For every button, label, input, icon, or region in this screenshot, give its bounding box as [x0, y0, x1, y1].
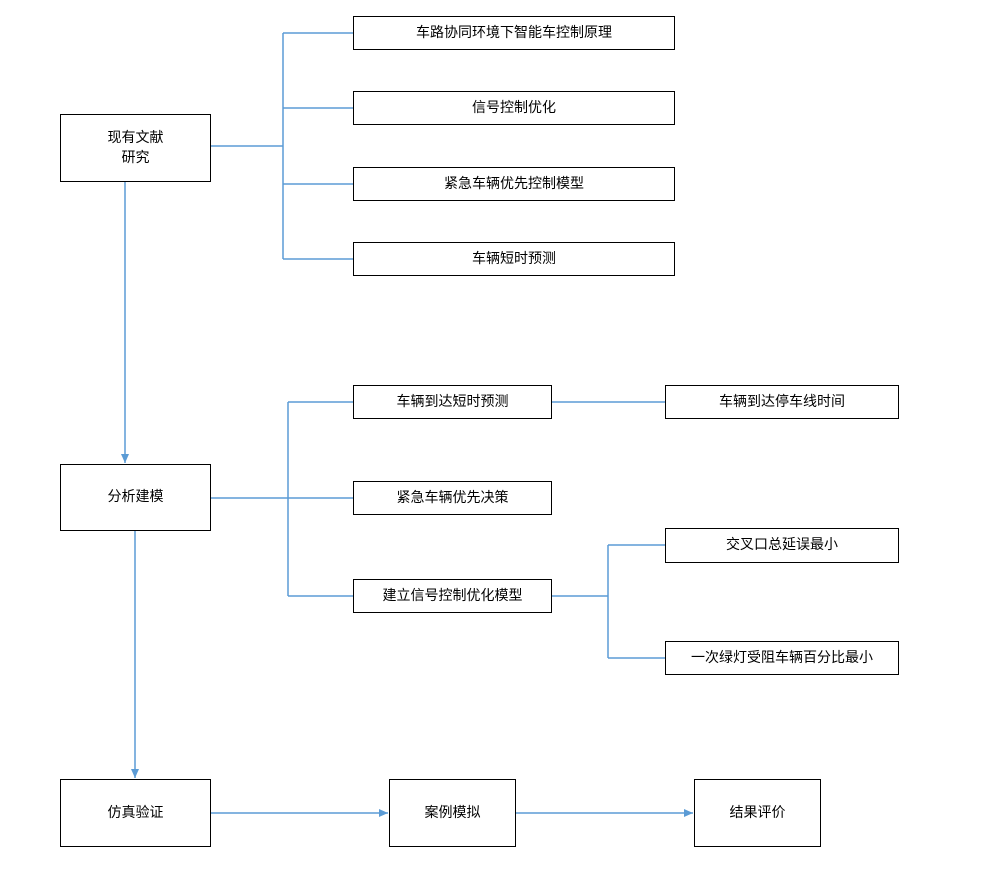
node-min-total-delay: 交叉口总延误最小: [665, 528, 899, 563]
node-simulation-verification: 仿真验证: [60, 779, 211, 847]
node-short-term-prediction: 车辆短时预测: [353, 242, 675, 276]
node-result-evaluation: 结果评价: [694, 779, 821, 847]
node-emergency-priority-model: 紧急车辆优先控制模型: [353, 167, 675, 201]
node-emergency-decision: 紧急车辆优先决策: [353, 481, 552, 515]
node-literature-review: 现有文献 研究: [60, 114, 211, 182]
node-analysis-modeling: 分析建模: [60, 464, 211, 531]
node-case-simulation: 案例模拟: [389, 779, 516, 847]
node-arrival-prediction: 车辆到达短时预测: [353, 385, 552, 419]
node-build-signal-model: 建立信号控制优化模型: [353, 579, 552, 613]
node-stopline-arrival-time: 车辆到达停车线时间: [665, 385, 899, 419]
node-min-blocked-percentage: 一次绿灯受阻车辆百分比最小: [665, 641, 899, 675]
node-control-principle: 车路协同环境下智能车控制原理: [353, 16, 675, 50]
node-signal-optimization: 信号控制优化: [353, 91, 675, 125]
